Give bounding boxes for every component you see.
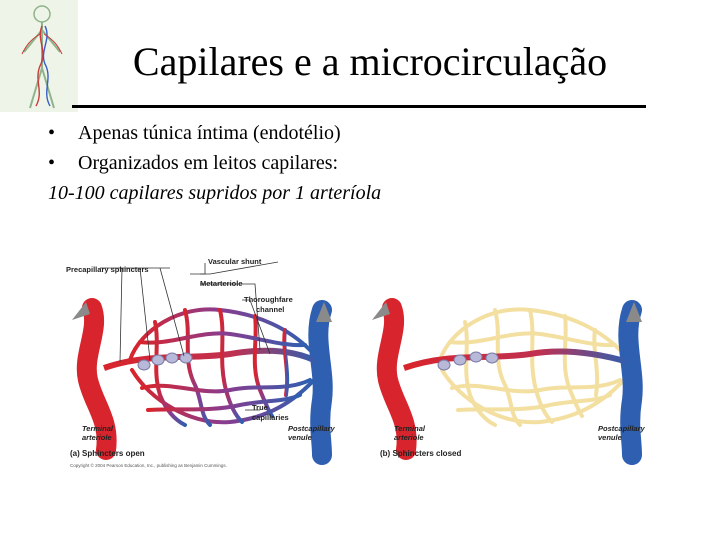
precapillary-sphincters-label: Precapillary sphincters	[66, 265, 149, 274]
postcapillary-venule-b	[628, 310, 632, 455]
vascular-shunt-label: Vascular shunt	[208, 257, 262, 266]
true-capillary-network	[130, 309, 314, 425]
panel-sphincters-open: Precapillary sphincters Vascular shunt M…	[66, 257, 336, 458]
postcapillary-venule-label-a1: Postcapillary	[288, 424, 336, 433]
page-title: Capilares e a microcirculação	[70, 38, 670, 86]
bullet-item: •Organizados em leitos capilares:	[48, 148, 688, 178]
title-divider	[72, 105, 646, 108]
copyright-note: Copyright © 2004 Pearson Education, Inc.…	[70, 462, 227, 468]
closed-capillary-network	[440, 309, 624, 425]
bullet-list: •Apenas túnica íntima (endotélio) •Organ…	[48, 118, 688, 208]
bullet-symbol: •	[48, 148, 78, 178]
bullet-item: •Apenas túnica íntima (endotélio)	[48, 118, 688, 148]
postcapillary-venule-label-a2: venule	[288, 433, 312, 442]
bullet-text: Apenas túnica íntima (endotélio)	[78, 122, 341, 144]
true-capillaries-label-line2: capillaries	[252, 413, 289, 422]
postcapillary-venule-label-b1: Postcapillary	[598, 424, 646, 433]
postcapillary-venule	[318, 310, 322, 455]
metarteriole-label: Metarteriole	[200, 279, 243, 288]
terminal-arteriole-label-a1: Terminal	[82, 424, 114, 433]
capillary-bed-figure: Precapillary sphincters Vascular shunt M…	[60, 250, 670, 480]
caption-a: (a) Sphincters open	[70, 449, 145, 458]
sub-bullet-text: 10-100 capilares supridos por 1 arteríol…	[48, 178, 688, 208]
true-capillaries-label-line1: True	[252, 403, 268, 412]
thoroughfare-label-line1: Thoroughfare	[244, 295, 293, 304]
terminal-arteriole-label-b2: arteriole	[394, 433, 424, 442]
bullet-symbol: •	[48, 118, 78, 148]
terminal-arteriole-label-a2: arteriole	[82, 433, 112, 442]
bullet-text: Organizados em leitos capilares:	[78, 152, 338, 174]
anatomy-figure-icon	[0, 0, 78, 112]
terminal-arteriole-label-b1: Terminal	[394, 424, 426, 433]
postcapillary-venule-label-b2: venule	[598, 433, 622, 442]
panel-sphincters-closed: Terminal arteriole Postcapillary venule …	[372, 302, 646, 458]
caption-b: (b) Sphincters closed	[380, 449, 461, 458]
thoroughfare-label-line2: channel	[256, 305, 284, 314]
